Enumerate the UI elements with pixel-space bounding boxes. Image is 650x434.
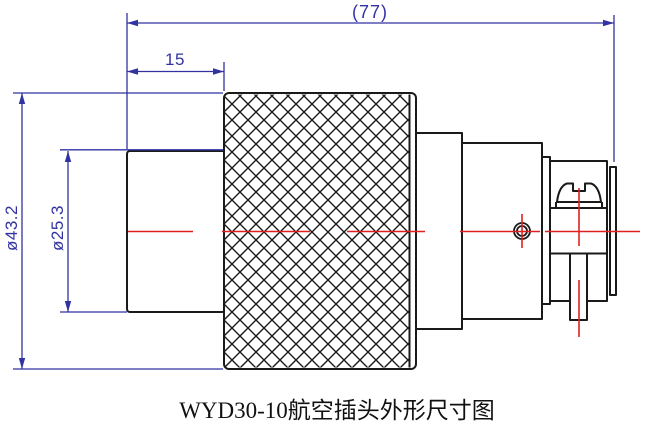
arrowhead <box>64 151 72 162</box>
arrowhead <box>603 19 614 27</box>
overall-length-label: (77) <box>352 2 388 22</box>
dimension-overall-length: (77) <box>126 2 615 162</box>
mount-flange <box>541 156 551 305</box>
front-diameter-label: ø25.3 <box>48 205 67 251</box>
arrowhead <box>127 68 138 75</box>
arrowhead <box>18 93 26 104</box>
dimension-body-diameter: ø43.2 <box>2 92 223 370</box>
dimension-front-diameter: ø25.3 <box>48 149 223 313</box>
knurl-offset-label: 15 <box>165 50 185 69</box>
arrowhead <box>213 68 224 75</box>
body-diameter-label: ø43.2 <box>2 205 21 251</box>
arrowhead <box>64 301 72 312</box>
arrowhead <box>127 19 138 27</box>
arrowhead <box>18 358 26 369</box>
dimension-knurl-offset: 15 <box>127 50 225 91</box>
drawing-title: WYD30-10航空插头外形尺寸图 <box>179 398 495 423</box>
centerlines <box>128 188 640 337</box>
